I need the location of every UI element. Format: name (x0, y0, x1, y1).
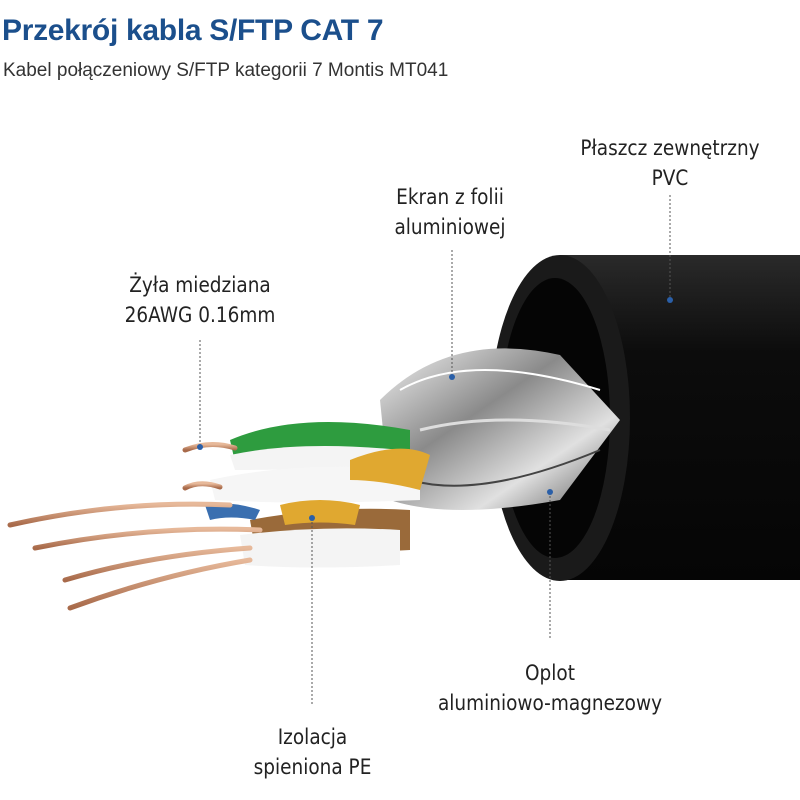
label-insulation-line2: spieniona PE (253, 755, 372, 779)
label-foil: Ekran z folii aluminiowej (366, 182, 533, 242)
shield-braid (380, 348, 620, 510)
label-braid-line1: Oplot (525, 661, 575, 685)
page-title: Przekrój kabla S/FTP CAT 7 (2, 14, 384, 47)
label-jacket-line1: Płaszcz zewnętrzny (580, 136, 760, 160)
label-braid-line2: aluminiowo-magnezowy (437, 691, 663, 715)
copper-conductors (7, 442, 263, 611)
label-insulation-line1: Izolacja (277, 725, 348, 749)
label-jacket: Płaszcz zewnętrzny PVC (573, 133, 767, 193)
label-insulation: Izolacja spieniona PE (249, 722, 377, 782)
leader-lines (199, 195, 671, 705)
label-conductor-line1: Żyła miedziana (129, 273, 271, 297)
label-conductor: Żyła miedziana 26AWG 0.16mm (112, 270, 288, 330)
label-conductor-line2: 26AWG 0.16mm (124, 303, 276, 327)
label-foil-line2: aluminiowej (394, 215, 506, 239)
label-braid: Oplot aluminiowo-magnezowy (436, 658, 665, 718)
label-jacket-line2: PVC (651, 166, 689, 190)
label-foil-line1: Ekran z folii (396, 185, 504, 209)
page-subtitle: Kabel połączeniowy S/FTP kategorii 7 Mon… (3, 60, 449, 81)
twisted-pairs (205, 422, 430, 568)
leader-dots (197, 297, 673, 521)
